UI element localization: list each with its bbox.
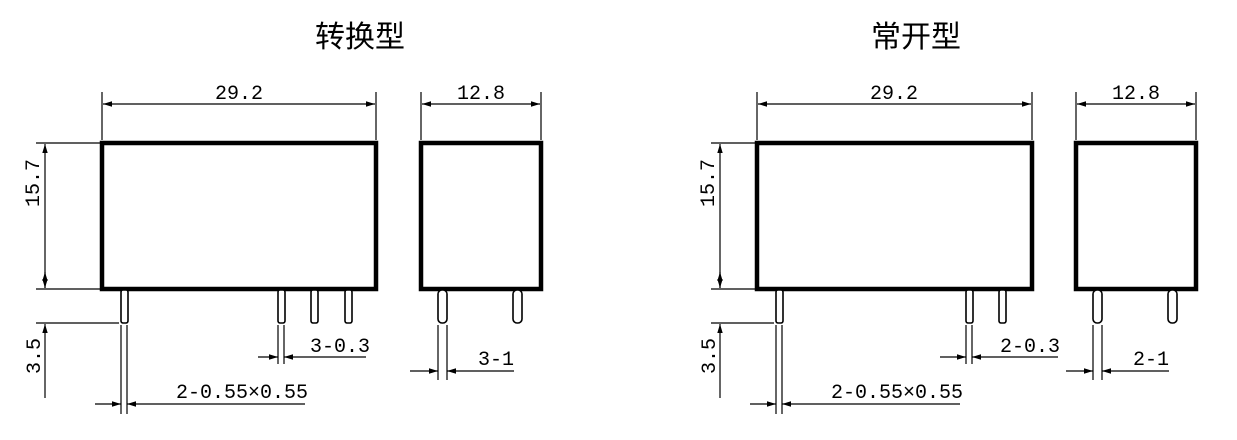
normally-open-front-pin: [965, 289, 974, 324]
normally-open-side-body: [1073, 140, 1199, 292]
normally-open-front-pin: [775, 289, 784, 324]
normally-open-pin-length-dimension: 3.5: [699, 272, 774, 398]
changeover-pin-size-label: 2-0.55×0.55: [176, 382, 308, 405]
normally-open-side-pin: [1167, 289, 1178, 324]
normally-open-type-view: 常开型 29.2 15.7 3.5: [698, 20, 1199, 414]
normally-open-width-dimension: 29.2: [756, 83, 1033, 140]
changeover-width-dimension: 29.2: [101, 83, 377, 140]
normally-open-height-label: 15.7: [698, 159, 721, 207]
normally-open-pin-spacing-label: 2-0.3: [1000, 336, 1060, 359]
changeover-depth-label: 12.8: [457, 83, 505, 106]
normally-open-side-pin: [1092, 289, 1103, 324]
changeover-front-pin: [120, 289, 129, 324]
changeover-pin-size-dimension: 2-0.55×0.55: [95, 325, 308, 414]
changeover-side-pin: [437, 289, 448, 324]
changeover-height-label: 15.7: [23, 159, 46, 207]
normally-open-pin-length-label: 3.5: [699, 338, 722, 374]
normally-open-depth-label: 12.8: [1112, 83, 1160, 106]
changeover-pin-length-dimension: 3.5: [24, 272, 119, 398]
changeover-pin-spacing-label: 3-0.3: [310, 336, 370, 359]
normally-open-height-dimension: 15.7: [698, 142, 755, 290]
changeover-title: 转换型: [315, 20, 405, 55]
changeover-side-body: [418, 140, 544, 292]
normally-open-front-pin: [998, 289, 1007, 324]
normally-open-side-pin-dimension: 2-1: [1066, 325, 1169, 380]
normally-open-width-label: 29.2: [870, 83, 918, 106]
changeover-type-view: 转换型 29.2 15.7 3.5: [23, 20, 544, 414]
changeover-front-pin: [344, 289, 353, 324]
normally-open-pin-size-label: 2-0.55×0.55: [831, 382, 963, 405]
changeover-side-pin-label: 3-1: [478, 349, 514, 372]
changeover-front-body: [99, 140, 379, 292]
changeover-depth-dimension: 12.8: [420, 83, 542, 140]
changeover-pin-spacing-dimension: 3-0.3: [258, 325, 370, 364]
normally-open-pin-spacing-dimension: 2-0.3: [940, 325, 1060, 364]
changeover-front-pin: [277, 289, 286, 324]
changeover-front-pin: [310, 289, 319, 324]
normally-open-depth-dimension: 12.8: [1075, 83, 1197, 140]
changeover-side-pin-dimension: 3-1: [410, 325, 514, 380]
normally-open-side-pin-label: 2-1: [1133, 349, 1169, 372]
changeover-height-dimension: 15.7: [23, 142, 100, 290]
normally-open-front-body: [754, 140, 1035, 292]
normally-open-title: 常开型: [871, 20, 961, 55]
changeover-side-pin: [512, 289, 523, 324]
changeover-width-label: 29.2: [215, 83, 263, 106]
changeover-pin-length-label: 3.5: [24, 338, 47, 374]
normally-open-pin-size-dimension: 2-0.55×0.55: [750, 325, 963, 414]
